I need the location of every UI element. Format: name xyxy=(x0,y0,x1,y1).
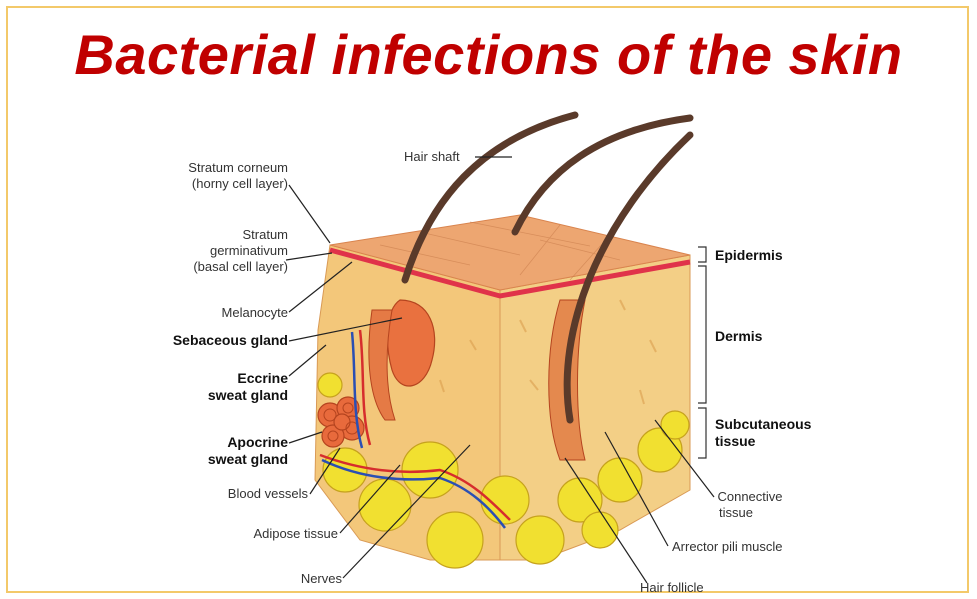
layer-brackets xyxy=(698,247,706,458)
label-melanocyte: Melanocyte xyxy=(140,305,288,321)
label-arrector-pili: Arrector pili muscle xyxy=(672,539,783,555)
label-stratum-germ-1: Stratum xyxy=(140,227,288,243)
label-apocrine-2: sweat gland xyxy=(120,451,288,468)
label-subcutaneous-1: Subcutaneous xyxy=(715,416,811,433)
label-eccrine-2: sweat gland xyxy=(120,387,288,404)
sebaceous-gland-shape xyxy=(387,300,434,386)
label-adipose-tissue: Adipose tissue xyxy=(160,526,338,542)
label-connective-1: Connective xyxy=(706,489,794,505)
label-sebaceous-gland: Sebaceous gland xyxy=(120,332,288,349)
label-subcutaneous-2: tissue xyxy=(715,433,755,450)
label-eccrine-1: Eccrine xyxy=(120,370,288,387)
label-nerves: Nerves xyxy=(240,571,342,587)
label-epidermis: Epidermis xyxy=(715,247,783,264)
label-stratum-germ-3: (basal cell layer) xyxy=(140,259,288,275)
label-blood-vessels: Blood vessels xyxy=(140,486,308,502)
label-stratum-corneum-2: (horny cell layer) xyxy=(140,176,288,192)
label-hair-follicle: Hair follicle xyxy=(640,580,704,596)
label-hair-shaft: Hair shaft xyxy=(404,149,460,165)
label-stratum-germ-2: germinativum xyxy=(140,243,288,259)
label-connective-2: tissue xyxy=(706,505,766,521)
label-apocrine-1: Apocrine xyxy=(120,434,288,451)
label-stratum-corneum-1: Stratum corneum xyxy=(140,160,288,176)
label-dermis: Dermis xyxy=(715,328,762,345)
